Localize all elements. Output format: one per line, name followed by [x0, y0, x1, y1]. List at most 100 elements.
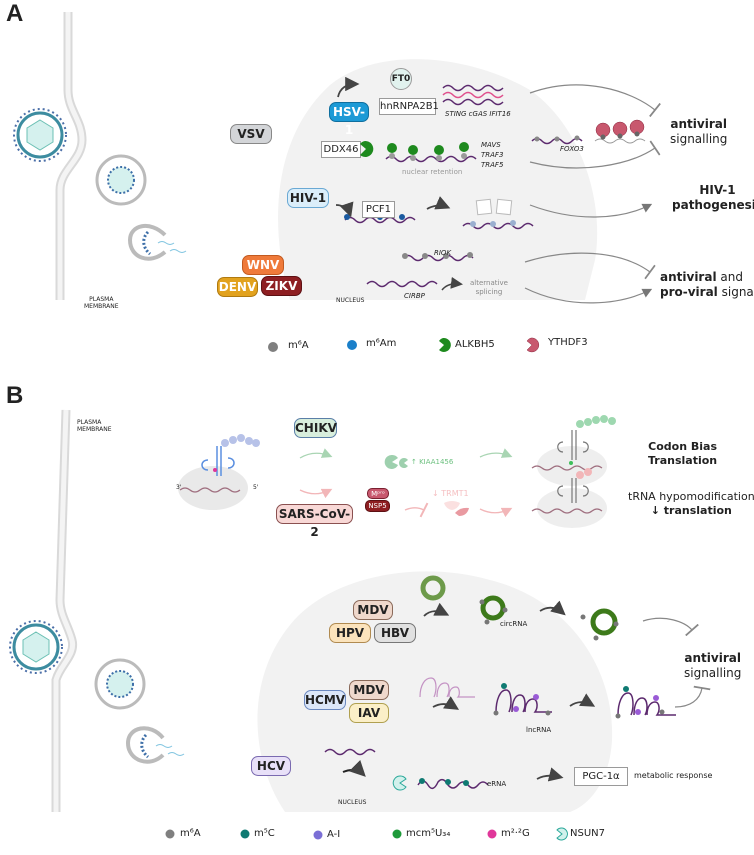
legend-b-a-i-label: A-I — [327, 829, 341, 840]
legend-b-nsun7-label: NSUN7 — [570, 828, 605, 839]
nuclear-retention-label: nuclear retention — [402, 168, 463, 176]
virus-hcmv: HCMV — [304, 690, 346, 710]
outcome-mixed-rest2: signalling — [721, 285, 754, 299]
outcome-antiviral-proviral: antiviral and pro-viral signalling — [660, 270, 754, 300]
endosome-virus-icon-b — [94, 658, 146, 710]
protein-hnrnpa2b1: hnRNPA2B1 — [379, 98, 439, 115]
legend-b-a-i: A-I — [327, 829, 340, 840]
protein-fto: FT0 — [390, 68, 412, 90]
gene-label-traf3: TRAF3 — [481, 151, 504, 159]
gene-label-foxo3: FOXO3 — [560, 145, 584, 153]
outcome-antiviral-bold: antiviral — [670, 117, 727, 131]
protein-ddx46: DDX46 — [321, 141, 361, 158]
lncrna-nuclear — [495, 689, 552, 713]
outcome-trna-line2: ↓ translation — [650, 504, 732, 517]
outcome-codon-line1: Codon Bias — [648, 440, 717, 453]
legend-a-m6am-label: m⁶Am — [366, 338, 397, 349]
protein-nsp5: NSP5 — [365, 500, 390, 512]
outcome-mixed-bold2: pro-viral — [660, 285, 718, 299]
virus-hpv: HPV — [329, 623, 371, 643]
circrna-label: circRNA — [500, 620, 528, 628]
endosome-virus-icon — [95, 154, 147, 206]
outcome-antiviral-rest: signalling — [670, 132, 728, 146]
virus-hcv: HCV — [251, 756, 291, 776]
virus-wnv: WNV — [242, 255, 284, 275]
legend-a-m6a-label: m⁶A — [288, 340, 309, 351]
panel-label-b: B — [6, 382, 24, 409]
legend-a-m6am-dot — [347, 340, 357, 350]
alt-splicing-line2: splicing — [475, 288, 503, 296]
legend-b-nsun7: NSUN7 — [570, 828, 605, 839]
outcome-codon-line2: Translation — [648, 454, 718, 467]
virus-mdv-2: MDV — [349, 680, 389, 700]
protein-pgc1a: PGC-1α — [574, 767, 628, 786]
protein-kiaa1456: ↑ KIAA1456 — [411, 458, 454, 466]
gene-label-mavs: MAVS — [481, 141, 501, 149]
virus-hiv1: HIV-1 — [287, 188, 329, 208]
lncrna-exported — [617, 692, 676, 716]
gene-label-riok: RIOK — [434, 249, 452, 257]
virus-sars-cov-2: SARS-CoV-2 — [276, 504, 353, 539]
alternative-splicing-label: alternative splicing — [470, 279, 508, 297]
plasma-label-b-line1: PLASMA — [77, 419, 102, 426]
legend-a-ythdf3: YTHDF3 — [548, 337, 588, 348]
plasma-membrane-label-b: PLASMA MEMBRANE — [77, 419, 112, 433]
legend-a-m6a: m⁶A — [288, 340, 309, 351]
nucleus-a — [278, 59, 598, 300]
outcome-antiviral-signalling-b: antiviral signalling — [684, 651, 741, 681]
legend-b-m22g-label: m²·²G — [501, 828, 530, 839]
gene-label-mavs-group: MAVS TRAF3 TRAF5 — [481, 140, 503, 170]
enveloped-virus-icon — [13, 108, 67, 162]
virus-iav: IAV — [349, 703, 389, 723]
three-prime-label: 3' — [176, 484, 182, 491]
nucleus-label-b: NUCLEUS — [338, 799, 367, 806]
outcome-mixed-bold1: antiviral — [660, 270, 717, 284]
legend-a-ythdf3-icon — [526, 337, 540, 353]
gene-label-cirbp: CIRBP — [404, 292, 425, 300]
virus-vsv: VSV — [230, 124, 272, 144]
plasma-membrane-label-a: PLASMA MEMBRANE — [84, 296, 119, 310]
virus-mdv-1: MDV — [353, 600, 393, 620]
outcome-codon-bias: Codon Bias Translation — [648, 440, 717, 468]
legend-b-mcm5u34-label: mcm⁵U₃₄ — [406, 828, 451, 839]
nucleus-label-a: NUCLEUS — [336, 297, 365, 304]
legend-a-ythdf3-label: YTHDF3 — [548, 337, 588, 348]
outcome-metabolic-response: metabolic response — [634, 771, 713, 780]
uncoating-virus-icon — [127, 224, 187, 261]
uncoating-virus-icon-b — [125, 726, 185, 764]
protein-pcf1: PCF1 — [362, 201, 395, 218]
virus-hbv: HBV — [374, 623, 416, 643]
legend-b-m6a: m⁶A — [180, 828, 201, 839]
lncrna-label: lncRNA — [526, 726, 552, 734]
outcome-hiv-line1: HIV-1 — [699, 183, 736, 197]
gene-label-sting: STING cGAS IFIT16 — [445, 110, 511, 118]
outcome-antiviral-signalling-a: antiviral signalling — [670, 117, 727, 147]
lncrna-faded — [419, 677, 475, 698]
gene-label-traf5: TRAF5 — [481, 161, 504, 169]
outcome-hiv-line2: pathogenesis — [672, 198, 754, 212]
virus-zikv: ZIKV — [261, 276, 302, 296]
outcome-hiv-pathogenesis: HIV-1 pathogenesis — [672, 183, 754, 213]
virus-denv: DENV — [217, 277, 258, 297]
alt-splicing-line1: alternative — [470, 279, 508, 287]
enveloped-virus-icon-b — [9, 620, 63, 674]
outcome-mixed-rest1: and — [716, 270, 743, 284]
legend-b-m5c-label: m⁵C — [254, 828, 275, 839]
erna-label: eRNA — [487, 780, 507, 788]
legend-b-mcm5u34: mcm⁵U₃₄ — [406, 828, 450, 839]
legend-b-m5c: m⁵C — [254, 828, 275, 839]
plasma-label-line2: MEMBRANE — [84, 303, 119, 310]
legend-a-alkbh5-icon — [439, 337, 451, 352]
legend-a-alkbh5: ALKBH5 — [455, 339, 495, 350]
legend-b-m22g: m²·²G — [501, 828, 530, 839]
alkbh5-pacman-icon — [360, 140, 374, 157]
legend-a-alkbh5-label: ALKBH5 — [455, 339, 495, 350]
virus-chikv: CHIKV — [294, 418, 337, 438]
virus-hsv1: HSV-1 — [329, 102, 369, 137]
legend-b-m6a-label: m⁶A — [180, 828, 201, 839]
legend-a-m6a-dot — [268, 342, 278, 352]
plasma-label-line1: PLASMA — [89, 296, 114, 303]
outcome-antiviral-b-bold: antiviral — [684, 651, 741, 665]
five-prime-label: 5' — [253, 484, 259, 491]
